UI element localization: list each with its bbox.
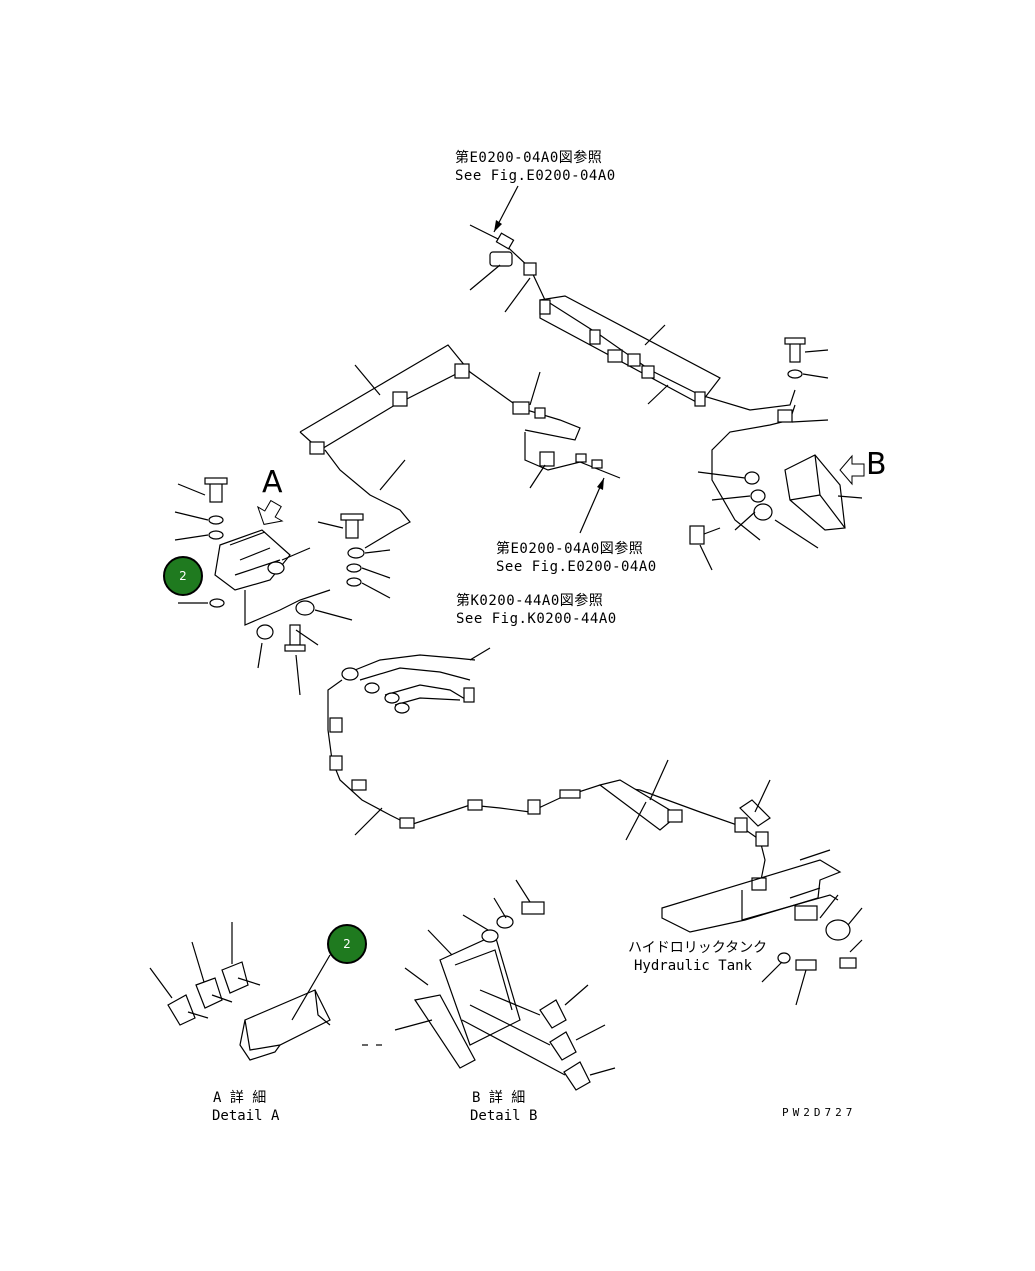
callout-badge-1 — [163, 556, 203, 596]
view-b-arrow — [839, 454, 865, 486]
tank-label-jp: ハイドロリックタンク — [628, 940, 767, 956]
ref-mid-en: See Fig.E0200-04A0 — [496, 559, 657, 575]
detail-a-drawing — [149, 922, 331, 1061]
view-a-arrow — [256, 499, 284, 525]
detail-b-label-en: Detail B — [470, 1108, 537, 1124]
hydraulic-tank-bracket — [661, 849, 863, 1006]
assembly-b — [689, 337, 863, 571]
ref-harness-leader — [469, 647, 491, 661]
tank-label-en: Hydraulic Tank — [634, 958, 753, 974]
assembly-a — [174, 477, 391, 696]
drawing-code: PW2D727 — [782, 1106, 856, 1119]
detail-b-drawing — [362, 879, 616, 1091]
ref-top-en: See Fig.E0200-04A0 — [455, 168, 616, 184]
lower-harness — [327, 654, 771, 891]
ref-mid-arrowhead — [597, 478, 604, 490]
callout-badge-1-number: 2 — [179, 569, 187, 583]
callout-badge-2-number: 2 — [343, 937, 351, 951]
view-b-label: B — [866, 447, 887, 482]
ref-top-arrowhead — [494, 220, 502, 232]
middle-harness — [299, 344, 621, 549]
detail-a-label-jp: A 詳 細 — [213, 1090, 266, 1106]
ref-mid-jp: 第E0200-04A0図参照 — [496, 540, 643, 557]
upper-harness — [469, 224, 796, 411]
ref-harness-en: See Fig.K0200-44A0 — [456, 611, 617, 627]
view-a-label: A — [262, 465, 283, 500]
ref-top-jp: 第E0200-04A0図参照 — [455, 149, 602, 166]
callout-badge-2 — [327, 924, 367, 964]
ref-harness-jp: 第K0200-44A0図参照 — [456, 592, 603, 609]
detail-a-label-en: Detail A — [212, 1108, 280, 1124]
detail-b-label-jp: B 詳 細 — [472, 1090, 525, 1106]
